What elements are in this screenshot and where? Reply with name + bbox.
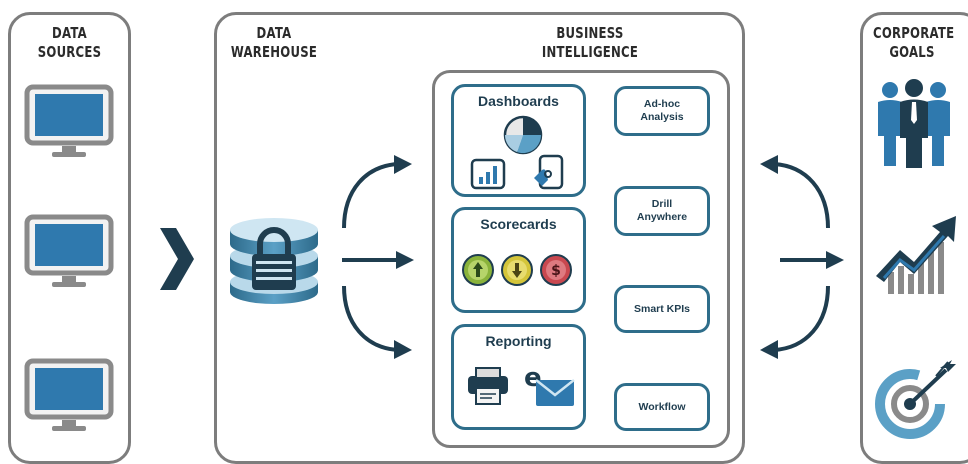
arrow-to-scorecards-icon — [342, 251, 414, 269]
dollar-indicator-icon: $ — [540, 254, 572, 286]
arrow-to-reporting-icon — [342, 285, 412, 359]
database-lock-icon — [230, 218, 318, 304]
workflow-button[interactable]: Workflow — [614, 383, 710, 431]
chevron-right-icon — [160, 228, 194, 290]
monitor-icon — [24, 358, 114, 431]
drill-anywhere-button[interactable]: Drill Anywhere — [614, 186, 710, 236]
data-warehouse-title: DATA WAREHOUSE — [230, 24, 318, 61]
bi-container — [432, 70, 730, 448]
corporate-goals-title: CORPORATE GOALS — [873, 24, 955, 61]
monitor-icon — [24, 214, 114, 287]
up-arrow-indicator-icon — [462, 254, 494, 286]
trend-up-chart-icon — [876, 216, 956, 294]
smart-kpis-button[interactable]: Smart KPIs — [614, 285, 710, 333]
down-arrow-indicator-icon — [501, 254, 533, 286]
arrow-from-goals-bottom-icon — [760, 285, 830, 359]
email-icon: e — [524, 363, 575, 406]
monitor-icon — [24, 84, 114, 157]
bar-chart-icon — [470, 158, 506, 190]
arrow-from-goals-top-icon — [760, 155, 830, 229]
target-icon — [875, 360, 956, 439]
business-intelligence-title: BUSINESS INTELLIGENCE — [541, 24, 639, 61]
touch-device-icon — [534, 154, 564, 190]
scorecards-label: Scorecards — [480, 216, 557, 232]
arrow-to-goals-icon — [780, 251, 844, 269]
pie-chart-icon — [503, 115, 543, 155]
arrow-to-dashboards-icon — [342, 155, 412, 229]
data-sources-title: DATA SOURCES — [37, 24, 102, 61]
svg-text:$: $ — [551, 263, 561, 279]
adhoc-analysis-button[interactable]: Ad-hoc Analysis — [614, 86, 710, 136]
dashboards-label: Dashboards — [478, 93, 559, 109]
dashboards-module[interactable]: Dashboards — [451, 84, 586, 197]
people-icon — [878, 79, 950, 168]
reporting-label: Reporting — [485, 333, 552, 349]
printer-icon — [468, 367, 508, 405]
